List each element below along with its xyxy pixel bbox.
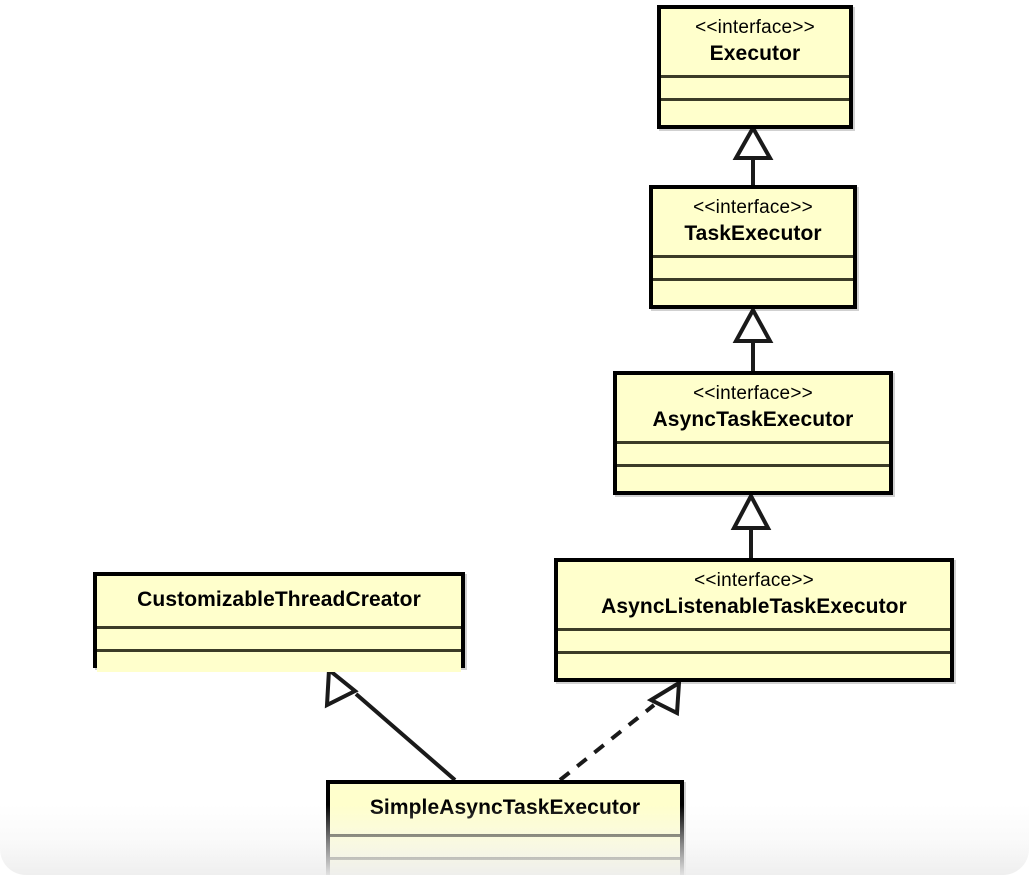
- class-name-label: SimpleAsyncTaskExecutor: [369, 796, 641, 819]
- attributes-compartment: [661, 75, 849, 98]
- realization-line: [558, 703, 656, 782]
- attributes-compartment: [558, 628, 950, 651]
- operations-compartment: [97, 649, 461, 672]
- uml-class-async-task-executor[interactable]: <<interface>> AsyncTaskExecutor: [613, 371, 893, 495]
- class-name-label: CustomizableThreadCreator: [137, 588, 421, 611]
- class-name-label: AsyncTaskExecutor: [652, 408, 854, 431]
- operations-compartment: [661, 98, 849, 121]
- edge-simple-implements-asynclistenable: [558, 679, 682, 782]
- uml-class-header: <<interface>> Executor: [661, 9, 849, 75]
- edge-simple-extends-customizablethreadcreator: [324, 665, 457, 782]
- uml-class-header: <<interface>> AsyncListenableTaskExecuto…: [558, 562, 950, 628]
- stereotype-label: <<interface>>: [693, 383, 813, 404]
- class-name-label: Executor: [709, 42, 801, 65]
- stereotype-label: <<interface>>: [694, 570, 814, 591]
- hollow-triangle-arrowhead: [646, 679, 682, 717]
- uml-class-task-executor[interactable]: <<interface>> TaskExecutor: [649, 185, 857, 309]
- operations-compartment: [558, 651, 950, 674]
- uml-class-header: <<interface>> AsyncTaskExecutor: [617, 375, 889, 441]
- uml-class-header: <<interface>> TaskExecutor: [653, 189, 853, 255]
- edge-asynctaskexecutor-extends-taskexecutor: [732, 305, 774, 371]
- uml-class-header: SimpleAsyncTaskExecutor: [330, 784, 680, 834]
- operations-compartment: [617, 464, 889, 487]
- attributes-compartment: [653, 255, 853, 278]
- attributes-compartment: [617, 441, 889, 464]
- stereotype-label: <<interface>>: [695, 17, 815, 38]
- operations-compartment: [653, 278, 853, 301]
- generalization-line: [354, 692, 457, 782]
- uml-class-customizable-thread-creator[interactable]: CustomizableThreadCreator: [93, 572, 465, 672]
- edge-asynclistenable-extends-asynctaskexecutor: [730, 491, 772, 558]
- hollow-triangle-arrowhead: [730, 491, 772, 530]
- class-name-label: AsyncListenableTaskExecutor: [601, 595, 907, 618]
- edge-taskexecutor-extends-executor: [732, 123, 774, 185]
- uml-class-header: CustomizableThreadCreator: [97, 576, 461, 626]
- stereotype-label: <<interface>>: [693, 197, 813, 218]
- uml-class-executor[interactable]: <<interface>> Executor: [657, 5, 853, 129]
- attributes-compartment: [330, 834, 680, 857]
- attributes-compartment: [97, 626, 461, 649]
- uml-class-async-listenable-task-executor[interactable]: <<interface>> AsyncListenableTaskExecuto…: [554, 558, 954, 682]
- class-name-label: TaskExecutor: [684, 222, 822, 245]
- hollow-triangle-arrowhead: [732, 123, 774, 160]
- uml-class-simple-async-task-executor[interactable]: SimpleAsyncTaskExecutor: [326, 780, 684, 875]
- hollow-triangle-arrowhead: [324, 665, 359, 709]
- hollow-triangle-arrowhead: [732, 305, 774, 343]
- operations-compartment: [330, 857, 680, 875]
